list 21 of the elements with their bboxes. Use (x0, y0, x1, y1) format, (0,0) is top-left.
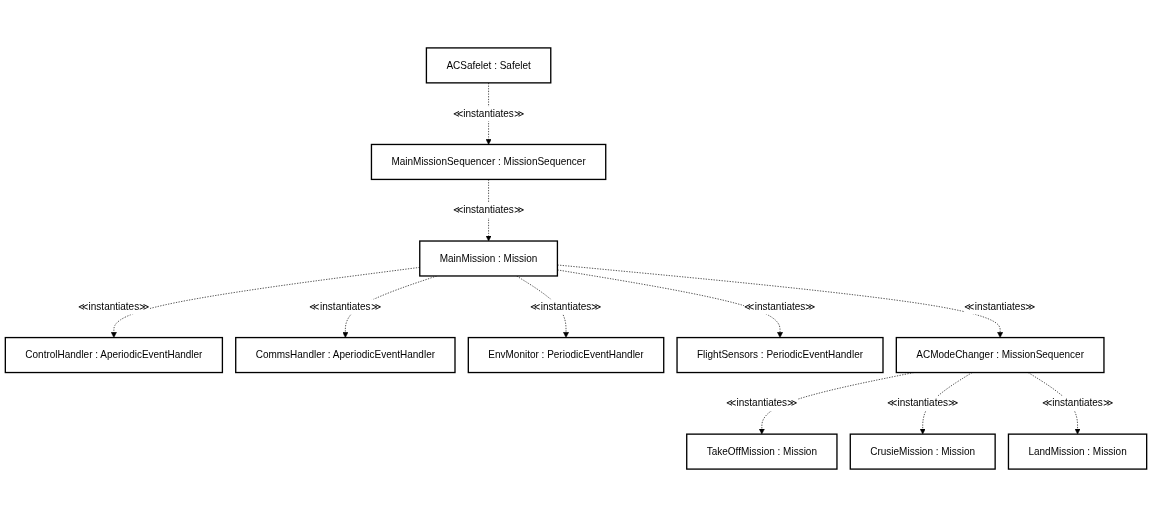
node-box: LandMission : Mission (1007, 433, 1148, 470)
node-box: ACModeChanger : MissionSequencer (895, 336, 1105, 374)
node-box: EnvMonitor : PeriodicEventHandler (467, 336, 665, 374)
edge-label: ≪instantiates≫ (530, 300, 602, 312)
node-box: ACSafelet : Safelet (425, 47, 552, 84)
node-box: ControlHandler : AperiodicEventHandler (4, 336, 224, 374)
edge-label: ≪instantiates≫ (1041, 397, 1114, 409)
edge-label: ≪instantiates≫ (309, 300, 382, 312)
edge-label: ≪instantiates≫ (744, 300, 816, 312)
edge-label: ≪instantiates≫ (77, 300, 150, 312)
edge-label: ≪instantiates≫ (452, 107, 525, 119)
node-box: MainMissionSequencer : MissionSequencer (370, 143, 607, 181)
node-box: TakeOffMission : Mission (686, 433, 838, 470)
edge-label: ≪instantiates≫ (886, 397, 959, 409)
edge-label: ≪instantiates≫ (725, 397, 798, 409)
node-box: CrusieMission : Mission (849, 433, 996, 470)
edge-label: ≪instantiates≫ (964, 300, 1037, 312)
node-box: MainMission : Mission (419, 240, 559, 277)
edge-label: ≪instantiates≫ (452, 204, 525, 216)
node-box: CommsHandler : AperiodicEventHandler (235, 336, 456, 374)
node-box: FlightSensors : PeriodicEventHandler (676, 336, 884, 374)
